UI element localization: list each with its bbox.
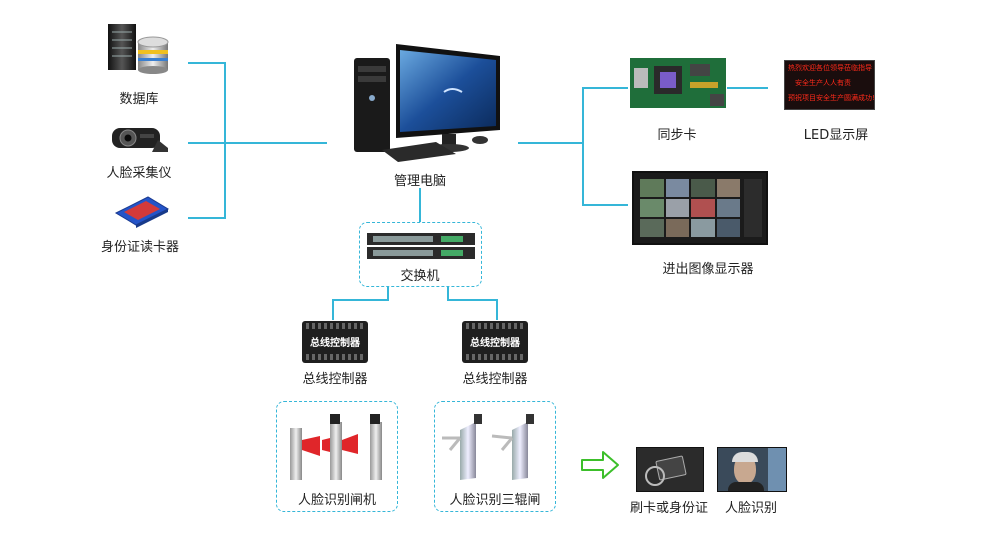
card-or-id-label: 刷卡或身份证 <box>629 501 709 516</box>
database-icon <box>108 24 169 74</box>
bus-controller-right-device: 总线控制器 <box>462 321 528 363</box>
tripod-gate-group <box>434 401 556 512</box>
camera-icon <box>112 128 168 152</box>
network-switch-icon <box>367 233 475 259</box>
right-bus-line <box>582 87 628 206</box>
bus-controller-left-device: 总线控制器 <box>302 321 368 363</box>
bus-controller-right-label: 总线控制器 <box>462 372 528 387</box>
video-monitor-icon <box>632 171 768 245</box>
monitor-display-label: 进出图像显示器 <box>662 262 754 277</box>
tripod-turnstile-icon <box>442 414 534 480</box>
face-gate-group <box>276 401 398 512</box>
green-arrow-icon <box>581 451 619 479</box>
pc-label: 管理电脑 <box>393 174 447 189</box>
face-photo-icon <box>717 447 787 492</box>
switch-to-right-controller-line <box>447 287 498 320</box>
led-screen-label: LED显示屏 <box>803 128 869 143</box>
sync-card-label: 同步卡 <box>657 128 697 143</box>
led-line-3: 预祝项目安全生产圆满成功! <box>788 94 875 102</box>
id-reader-label: 身份证读卡器 <box>100 240 180 255</box>
led-display-icon: 热烈欢迎各位领导莅临指导 安全生产人人有责 预祝项目安全生产圆满成功! <box>784 60 875 110</box>
id-card-reader-icon <box>114 196 170 228</box>
controller-plate-text: 总线控制器 <box>310 338 360 349</box>
face-collector-label: 人脸采集仪 <box>106 166 172 181</box>
led-line-1: 热烈欢迎各位领导莅临指导 <box>788 64 872 72</box>
left-bus-line <box>188 62 226 219</box>
switch-group <box>359 222 482 287</box>
database-label: 数据库 <box>119 92 159 107</box>
face-gate-label: 人脸识别闸机 <box>297 493 377 508</box>
card-swipe-icon <box>636 447 704 492</box>
controller-plate-text: 总线控制器 <box>470 338 520 349</box>
tripod-gate-label: 人脸识别三辊闸 <box>449 493 541 508</box>
turnstile-gate-icon <box>290 414 382 480</box>
led-line-2: 安全生产人人有责 <box>795 79 851 87</box>
sync-card-icon <box>630 58 726 108</box>
bus-controller-left-label: 总线控制器 <box>302 372 368 387</box>
computer-icon <box>354 44 500 162</box>
switch-label: 交换机 <box>400 269 440 284</box>
face-recognition-label: 人脸识别 <box>724 501 778 516</box>
switch-to-left-controller-line <box>332 287 389 320</box>
